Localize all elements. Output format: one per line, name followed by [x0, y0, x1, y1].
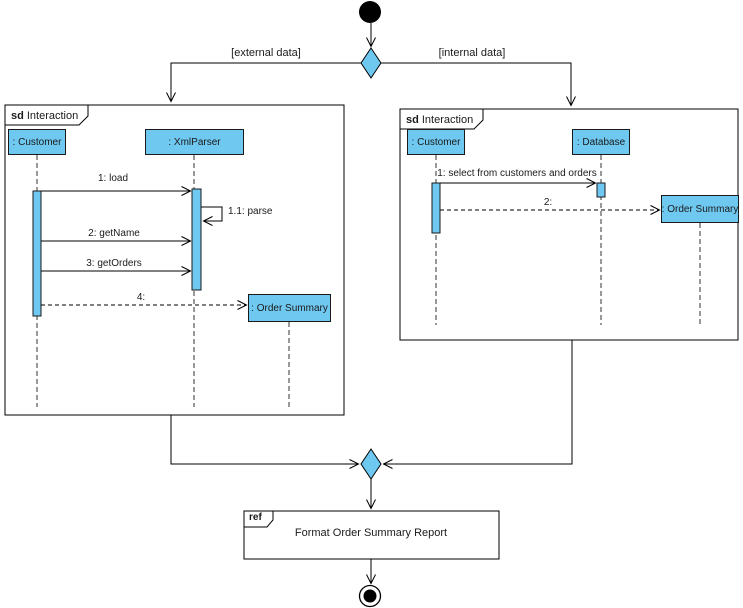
merge-node[interactable]: [360, 448, 382, 480]
left-sd-frame[interactable]: [4, 104, 345, 416]
activation-right-customer[interactable]: [431, 182, 441, 234]
decision-node[interactable]: [360, 47, 382, 79]
lifeline-head-xmlparser[interactable]: : XmlParser: [145, 129, 244, 155]
object-left-order-summary[interactable]: : Order Summary: [248, 294, 331, 322]
final-node-inner: [363, 589, 377, 603]
lifeline-head-right-customer[interactable]: : Customer: [407, 129, 465, 155]
object-right-order-summary[interactable]: : Order Summary: [661, 195, 739, 223]
right-frame-keyword: sd: [406, 114, 419, 126]
initial-node[interactable]: [359, 1, 381, 23]
left-frame-name: Interaction: [26, 110, 79, 122]
flow-left-frame-to-merge[interactable]: [170, 415, 360, 469]
message-label-getname: 2: getName: [88, 228, 140, 239]
activation-left-customer[interactable]: [32, 190, 42, 317]
flow-decision-to-left-frame[interactable]: [166, 62, 361, 103]
flow-right-frame-to-merge[interactable]: [382, 340, 573, 469]
message-parse-self[interactable]: [201, 206, 223, 226]
message-label-getorders: 3: getOrders: [86, 258, 142, 269]
left-frame-keyword: sd: [11, 110, 24, 122]
message-label-create-left: 4:: [136, 292, 146, 303]
ref-keyword: ref: [249, 512, 262, 523]
flow-decision-to-right-frame[interactable]: [381, 62, 576, 107]
guard-internal-data: [internal data]: [438, 47, 506, 59]
left-sd-frame-tab: [4, 104, 89, 126]
lifeline-head-left-customer[interactable]: : Customer: [8, 129, 66, 155]
activation-right-database[interactable]: [596, 182, 606, 198]
right-sd-frame-tab: [399, 108, 484, 130]
lifeline-head-database[interactable]: : Database: [572, 129, 630, 155]
activation-left-xmlparser[interactable]: [191, 188, 202, 291]
message-label-select: 1: select from customers and orders: [437, 168, 597, 179]
guard-external-data: [external data]: [231, 47, 301, 59]
ref-label: Format Order Summary Report: [294, 527, 448, 539]
message-label-create-right: 2:: [543, 197, 553, 208]
message-label-load: 1: load: [97, 173, 129, 184]
ref-frame-tab: [243, 510, 274, 528]
right-frame-name: Interaction: [421, 114, 474, 126]
message-label-parse: 1.1: parse: [228, 206, 273, 217]
